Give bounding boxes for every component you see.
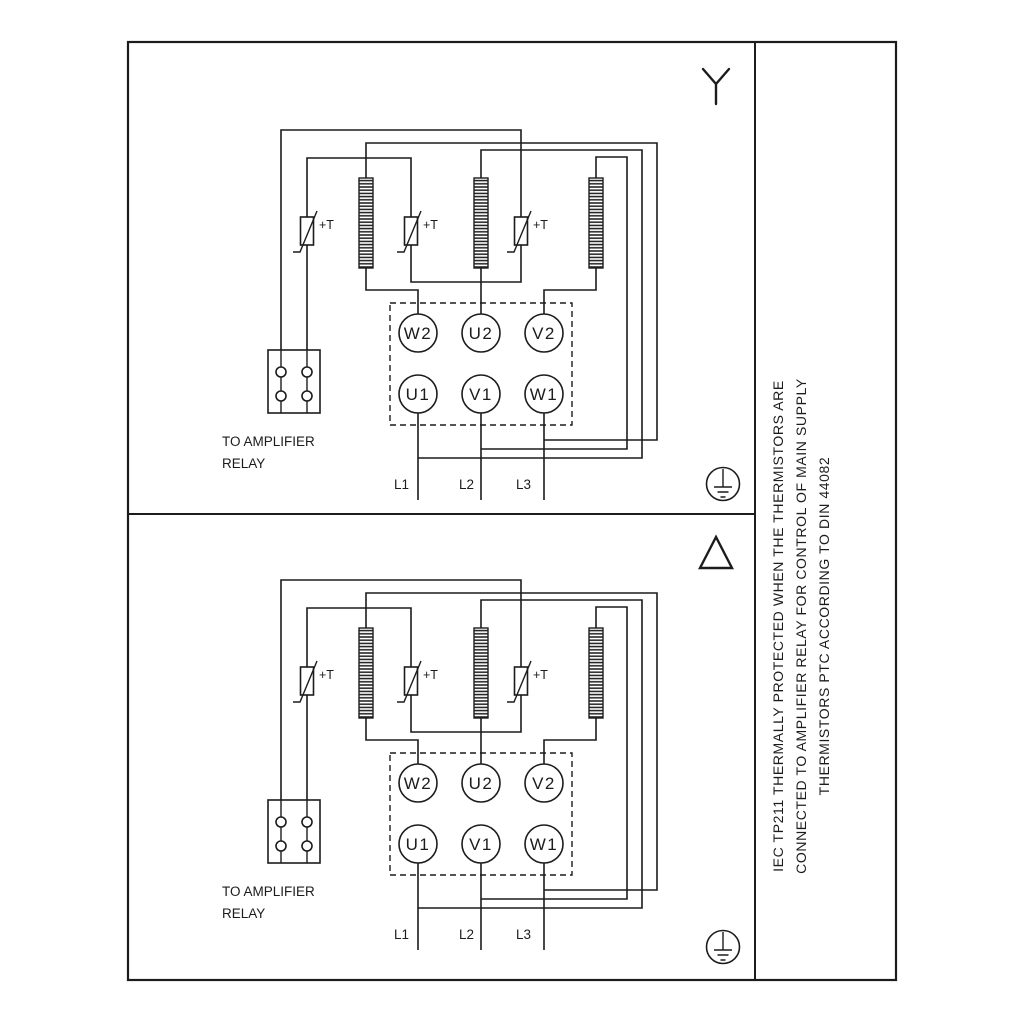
delta-connection-icon [698, 534, 734, 570]
frame-outer-border [126, 40, 898, 982]
earth-ground-icon-top [705, 466, 741, 502]
side-note: IEC TP211 THERMALLY PROTECTED WHEN THE T… [770, 378, 832, 874]
drawing-frame [126, 40, 898, 982]
side-note-line3: THERMISTORS PTC ACCORDING TO DIN 44082 [816, 457, 832, 796]
star-connection-icon [701, 67, 731, 106]
earth-ground-icon-bottom [705, 929, 741, 965]
side-note-line1: IEC TP211 THERMALLY PROTECTED WHEN THE T… [770, 380, 786, 872]
side-note-line2: CONNECTED TO AMPLIFIER RELAY FOR CONTROL… [793, 378, 809, 874]
